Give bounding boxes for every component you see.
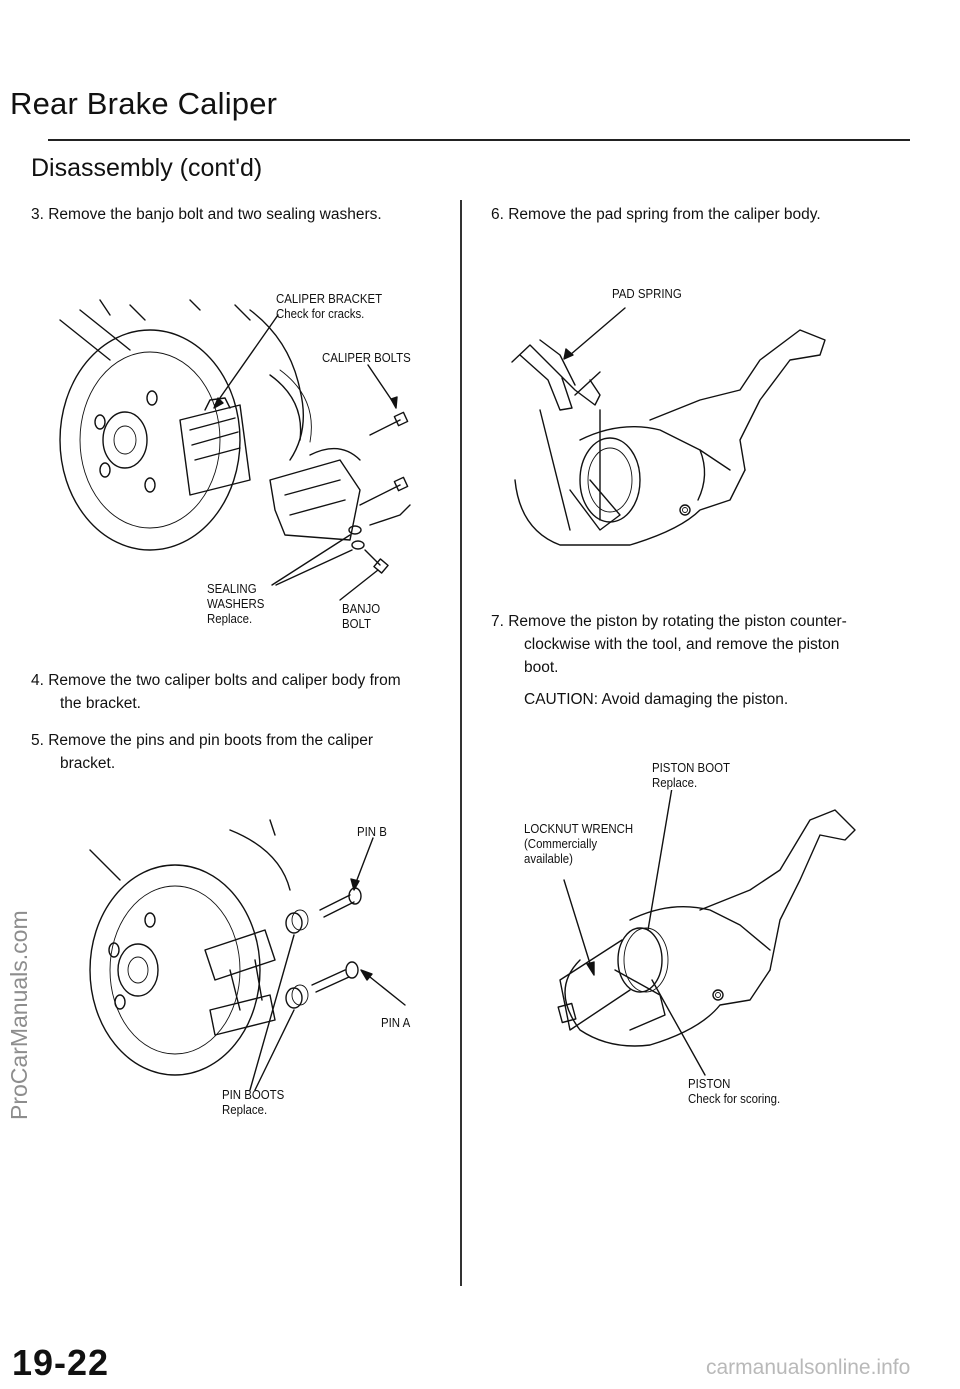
- page-title: Rear Brake Caliper: [10, 86, 278, 121]
- label-locknut-wrench: LOCKNUT WRENCH: [524, 821, 634, 836]
- label-caliper-bracket-note: Check for cracks.: [276, 306, 365, 321]
- step-3-text: 3. Remove the banjo bolt and two sealing…: [31, 206, 382, 223]
- label-bolt: BOLT: [342, 616, 372, 631]
- page-number: 19-22: [12, 1342, 110, 1383]
- label-caliper-bracket: CALIPER BRACKET: [276, 291, 383, 306]
- label-pin-boots-note: Replace.: [222, 1102, 268, 1117]
- label-washers: WASHERS: [207, 596, 265, 611]
- step-4-text-cont: the bracket.: [60, 695, 141, 712]
- step-4-text: 4. Remove the two caliper bolts and cali…: [31, 672, 401, 689]
- label-pin-a: PIN A: [381, 1015, 411, 1030]
- caution-text: CAUTION: Avoid damaging the piston.: [524, 691, 789, 708]
- label-pin-boots: PIN BOOTS: [222, 1087, 285, 1102]
- label-sealing: SEALING: [207, 581, 257, 596]
- label-caliper-bolts: CALIPER BOLTS: [322, 350, 411, 365]
- step-5-text: 5. Remove the pins and pin boots from th…: [31, 732, 374, 749]
- label-locknut-line3: available): [524, 851, 573, 866]
- footer-watermark: carmanualsonline.info: [706, 1356, 911, 1379]
- step-7-text-cont1: clockwise with the tool, and remove the …: [524, 636, 840, 653]
- label-pad-spring: PAD SPRING: [612, 286, 682, 301]
- section-subtitle: Disassembly (cont'd): [31, 154, 263, 182]
- column-divider: [460, 200, 462, 1286]
- title-rule: [48, 139, 910, 141]
- label-piston-boot: PISTON BOOT: [652, 760, 730, 775]
- label-piston-boot-note: Replace.: [652, 775, 698, 790]
- label-pin-b: PIN B: [357, 824, 387, 839]
- caliper-removal-illustration: [59, 299, 411, 601]
- step-7-text-cont2: boot.: [524, 659, 559, 676]
- side-watermark: ProCarManuals.com: [6, 910, 32, 1120]
- piston-removal-illustration: [557, 790, 856, 1076]
- label-piston: PISTON: [688, 1076, 731, 1091]
- label-washers-note: Replace.: [207, 611, 253, 626]
- label-banjo: BANJO: [342, 601, 381, 616]
- step-7-text: 7. Remove the piston by rotating the pis…: [491, 613, 847, 630]
- pad-spring-illustration: [511, 307, 826, 546]
- step-5-text-cont: bracket.: [60, 755, 116, 772]
- pins-illustration: [89, 819, 406, 1091]
- label-piston-note: Check for scoring.: [688, 1091, 781, 1106]
- step-6-text: 6. Remove the pad spring from the calipe…: [491, 206, 821, 223]
- label-locknut-line2: (Commercially: [524, 836, 598, 851]
